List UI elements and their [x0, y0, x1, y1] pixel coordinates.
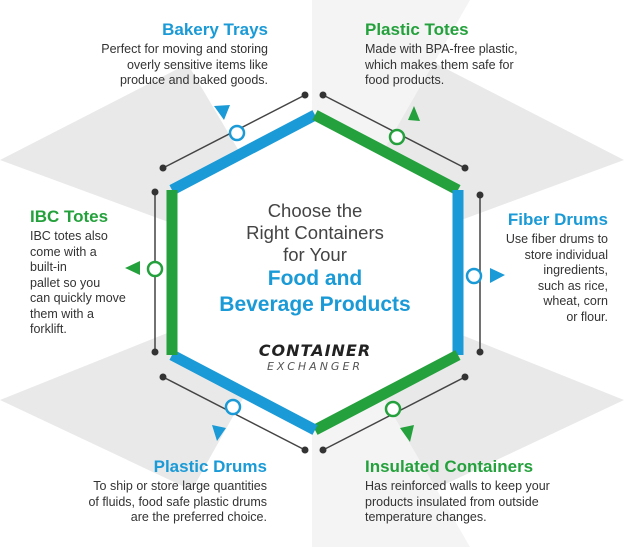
ibc-totes-title: IBC Totes	[30, 207, 109, 226]
dot	[151, 348, 159, 356]
desc-line: pallet so you	[30, 275, 101, 290]
desc-line: IBC totes also	[30, 229, 108, 243]
desc-line: temperature changes.	[365, 510, 487, 524]
desc-line: store individual	[524, 247, 608, 262]
logo-line-1: CONTAINER	[258, 341, 372, 360]
dot	[159, 164, 167, 172]
desc-line: products insulated from outside	[365, 494, 539, 509]
desc-line: built-in	[30, 260, 67, 274]
arrow-fiber-drums	[490, 268, 505, 283]
plastic-drums-block: Plastic Drums To ship or store large qua…	[45, 457, 267, 526]
arrow-plastic-drums	[212, 425, 226, 441]
insulated-containers-block: Insulated Containers Has reinforced wall…	[365, 457, 595, 526]
desc-line: are the preferred choice.	[130, 510, 267, 524]
desc-line: To ship or store large quantities	[93, 479, 267, 493]
arrow-plastic-totes	[408, 106, 420, 121]
dot	[319, 91, 327, 99]
dot	[476, 348, 484, 356]
desc-line: which makes them safe for	[365, 57, 514, 72]
desc-line: Perfect for moving and storing	[101, 42, 268, 56]
marker-bakery-trays	[228, 124, 246, 142]
fiber-drums-block: Fiber Drums Use fiber drums to store ind…	[488, 210, 608, 325]
plastic-totes-block: Plastic Totes Made with BPA-free plastic…	[365, 20, 585, 89]
center-title: Choose the Right Containers for Your Foo…	[215, 200, 415, 318]
bakery-trays-block: Bakery Trays Perfect for moving and stor…	[50, 20, 268, 89]
dot	[461, 164, 469, 172]
edge-bottom-right	[312, 350, 461, 435]
desc-line: or flour.	[566, 309, 608, 324]
marker-plastic-drums	[224, 398, 242, 416]
desc-line: overly sensitive items like	[126, 57, 268, 72]
dot	[461, 373, 469, 381]
marker-fiber-drums	[465, 267, 483, 285]
central-hexagon	[172, 115, 458, 430]
arrow-ibc-totes	[125, 261, 140, 275]
desc-line: produce and baked goods.	[119, 73, 268, 87]
plastic-totes-desc: Made with BPA-free plastic, which makes …	[365, 42, 585, 89]
dot	[151, 188, 159, 196]
marker-insulated-containers	[384, 400, 402, 418]
edge-bottom-left	[169, 350, 318, 435]
insulated-containers-desc: Has reinforced walls to keep your produc…	[365, 479, 595, 526]
edge-top-right	[312, 110, 461, 195]
desc-line: food products.	[365, 73, 445, 87]
center-title-line-1: Choose the	[267, 200, 363, 221]
fiber-drums-desc: Use fiber drums to store individual ingr…	[488, 232, 608, 325]
insulated-containers-title: Insulated Containers	[365, 457, 534, 476]
center-emphasis-line-2: Beverage Products	[219, 293, 411, 316]
center-title-line-2: Right Containers	[246, 222, 384, 243]
center-title-line-3: for Your	[283, 244, 347, 265]
container-exchanger-logo: CONTAINER EXCHANGER	[250, 341, 380, 374]
arrow-bakery-trays	[214, 105, 230, 120]
desc-line: Made with BPA-free plastic,	[365, 42, 518, 56]
dot	[319, 446, 327, 454]
desc-line: forklift.	[30, 322, 67, 336]
plastic-drums-title: Plastic Drums	[153, 457, 267, 476]
dot	[159, 373, 167, 381]
fiber-drums-title: Fiber Drums	[507, 210, 608, 229]
plastic-drums-desc: To ship or store large quantities of flu…	[45, 479, 267, 526]
desc-line: can quickly move	[30, 291, 126, 305]
desc-line: of fluids, food safe plastic drums	[88, 494, 267, 509]
marker-ibc-totes	[146, 260, 164, 278]
desc-line: wheat, corn	[543, 294, 608, 308]
desc-line: come with a	[30, 244, 97, 259]
desc-line: ingredients,	[543, 263, 608, 277]
plastic-totes-title: Plastic Totes	[365, 20, 469, 39]
logo-line-2: EXCHANGER	[266, 360, 364, 373]
dot	[301, 91, 309, 99]
white-slice-left	[0, 160, 312, 400]
ibc-totes-block: IBC Totes IBC totes also come with a bui…	[30, 207, 145, 338]
arrow-insulated-containers	[400, 425, 414, 442]
bakery-trays-title: Bakery Trays	[162, 20, 268, 39]
marker-plastic-totes	[388, 128, 406, 146]
dot	[476, 191, 484, 199]
edge-top-left	[169, 110, 318, 195]
center-emphasis-line-1: Food and	[267, 267, 363, 290]
desc-line: them with a	[30, 306, 94, 321]
desc-line: Has reinforced walls to keep your	[365, 479, 550, 493]
dot	[301, 446, 309, 454]
bakery-trays-desc: Perfect for moving and storing overly se…	[50, 42, 268, 89]
desc-line: such as rice,	[537, 278, 608, 293]
ibc-totes-desc: IBC totes also come with a built-in pall…	[30, 229, 145, 338]
desc-line: Use fiber drums to	[505, 232, 608, 246]
